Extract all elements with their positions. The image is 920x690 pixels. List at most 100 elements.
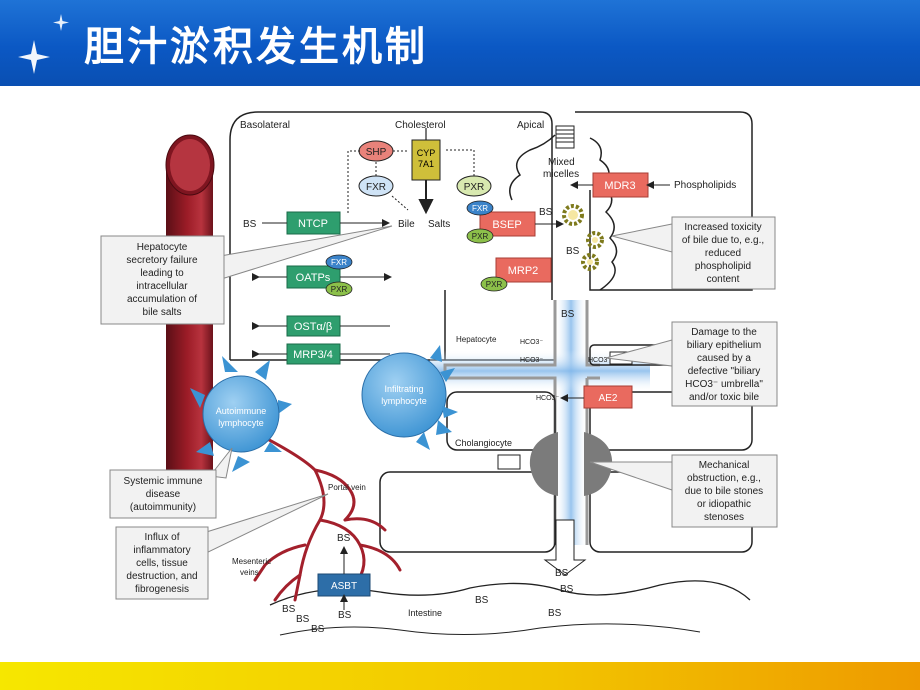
callout-systemic: Systemic immune disease (autoimmunity) (109, 469, 217, 519)
basolateral-label: Basolateral (240, 120, 290, 131)
svg-text:caused by a: caused by a (697, 353, 751, 364)
bsep-transporter: BSEP FXR PXR (466, 200, 564, 244)
svg-text:Damage to the: Damage to the (691, 327, 757, 338)
callout-mechanical: Mechanical obstruction, e.g., due to bil… (671, 454, 778, 528)
bs-label-int-7: BS (560, 584, 574, 595)
svg-text:disease: disease (146, 489, 181, 500)
infiltrating-lymphocyte: Infiltrating lymphocyte (361, 345, 458, 450)
fxr-node: FXR (358, 175, 394, 197)
slide-header: 胆汁淤积发生机制 (0, 0, 920, 86)
mrp2-transporter: MRP2 PXR (480, 257, 552, 292)
mrp2-pxr-label: PXR (486, 280, 503, 289)
cholangiocyte-label: Cholangiocyte (455, 438, 512, 448)
infiltrating-label-2: lymphocyte (381, 396, 427, 406)
svg-text:destruction, and: destruction, and (126, 571, 197, 582)
svg-text:stenoses: stenoses (704, 512, 744, 523)
svg-text:or idiopathic: or idiopathic (697, 499, 751, 510)
mrp34-label: MRP3/4 (293, 349, 333, 361)
svg-text:phospholipid: phospholipid (695, 261, 751, 272)
micelles-label: micelles (543, 169, 579, 180)
callout-secretory: Hepatocyte secretory failure leading to … (100, 235, 225, 325)
bile-stone-left (529, 432, 558, 496)
bs-label-int-5: BS (475, 595, 489, 606)
bile-duct (443, 300, 600, 545)
svg-text:Influx of: Influx of (144, 532, 179, 543)
svg-text:accumulation of: accumulation of (127, 294, 197, 305)
shp-label: SHP (366, 147, 387, 158)
shp-node: SHP (358, 140, 394, 162)
svg-text:cells, tissue: cells, tissue (136, 558, 188, 569)
hepatocyte-label: Hepatocyte (456, 335, 497, 344)
cholesterol-label: Cholesterol (395, 120, 446, 131)
slide-footer-bar (0, 662, 920, 690)
asbt-label: ASBT (331, 581, 357, 592)
svg-text:reduced: reduced (705, 248, 741, 259)
svg-text:HCO3⁻ umbrella": HCO3⁻ umbrella" (685, 379, 763, 390)
salts-label: Salts (428, 219, 450, 230)
svg-text:leading to: leading to (140, 268, 184, 279)
bile-label: Bile (398, 219, 415, 230)
hco3-label-1: HCO3⁻ (520, 339, 543, 346)
svg-text:defective "biliary: defective "biliary (688, 366, 760, 377)
hco3-label-4: HCO3⁻ (588, 357, 611, 364)
bs-label-portal: BS (337, 533, 351, 544)
asbt-transporter: ASBT (317, 546, 371, 610)
duct-outlet-arrow (543, 519, 587, 576)
bs-label-int-6: BS (555, 568, 569, 579)
tight-junction-top (555, 125, 575, 149)
bs-label-int-2: BS (296, 614, 310, 625)
bsep-label: BSEP (492, 219, 521, 231)
bs-label-ntcp: BS (243, 219, 257, 230)
bs-label-int-8: BS (548, 608, 562, 619)
svg-text:fibrogenesis: fibrogenesis (135, 584, 189, 595)
ae2-label: AE2 (599, 393, 618, 404)
svg-text:obstruction, e.g.,: obstruction, e.g., (687, 473, 761, 484)
hco3-label-2: HCO3⁻ (520, 357, 543, 364)
pxr-node: PXR (456, 175, 492, 197)
fxr-label: FXR (366, 182, 386, 193)
ost-transporter: OSTα/β (252, 315, 390, 337)
cyp7a1-enzyme: CYP 7A1 (411, 139, 441, 215)
autoimmune-lymphocyte: Autoimmune lymphocyte (190, 356, 292, 472)
svg-text:of bile due to, e.g.,: of bile due to, e.g., (682, 235, 764, 246)
oatps-label: OATPs (296, 272, 331, 284)
svg-text:Mechanical: Mechanical (699, 460, 750, 471)
callout-influx: Influx of inflammatory cells, tissue des… (115, 526, 209, 600)
bs-label-duct: BS (561, 309, 575, 320)
oatps-pxr-label: PXR (331, 285, 348, 294)
portal-vein-label: Portal vein (328, 483, 366, 492)
bs-label-canal: BS (566, 246, 580, 257)
svg-text:biliary epithelium: biliary epithelium (687, 340, 761, 351)
svg-text:Increased toxicity: Increased toxicity (684, 222, 761, 233)
ntcp-label: NTCP (298, 218, 328, 230)
svg-text:Systemic immune: Systemic immune (124, 476, 203, 487)
oatps-transporter: OATPs FXR PXR (252, 254, 392, 297)
pxr-label: PXR (464, 182, 485, 193)
bs-label-int-1: BS (282, 604, 296, 615)
callout-damage: Damage to the biliary epithelium caused … (671, 321, 778, 407)
ntcp-transporter: NTCP (262, 211, 390, 235)
tight-junction-left (497, 454, 521, 470)
callout-toxicity: Increased toxicity of bile due to, e.g.,… (671, 216, 776, 290)
svg-text:and/or toxic bile: and/or toxic bile (689, 392, 759, 403)
canaliculus-membrane (509, 134, 618, 291)
cyp-label-2: 7A1 (418, 159, 434, 169)
bs-label-bsep: BS (539, 207, 553, 218)
svg-text:secretory failure: secretory failure (126, 255, 198, 266)
mdr3-transporter: MDR3 (570, 172, 670, 198)
svg-text:(autoimmunity): (autoimmunity) (130, 502, 196, 513)
autoimmune-label-1: Autoimmune (216, 406, 267, 416)
ae2-transporter: AE2 (560, 385, 633, 409)
bs-label-int-3: BS (311, 624, 325, 635)
bs-label-int-4: BS (338, 610, 352, 621)
mesenteric-label-1: Mesenteric (232, 557, 271, 566)
callout-pointers (185, 223, 673, 557)
slide-title: 胆汁淤积发生机制 (84, 24, 428, 70)
phospholipids-label: Phospholipids (674, 180, 736, 191)
hco3-label-3: HCO3⁻ (536, 395, 559, 402)
bsep-fxr-label: FXR (472, 204, 488, 213)
intestine-label: Intestine (408, 608, 442, 618)
autoimmune-label-2: lymphocyte (218, 418, 264, 428)
mdr3-label: MDR3 (604, 180, 635, 192)
